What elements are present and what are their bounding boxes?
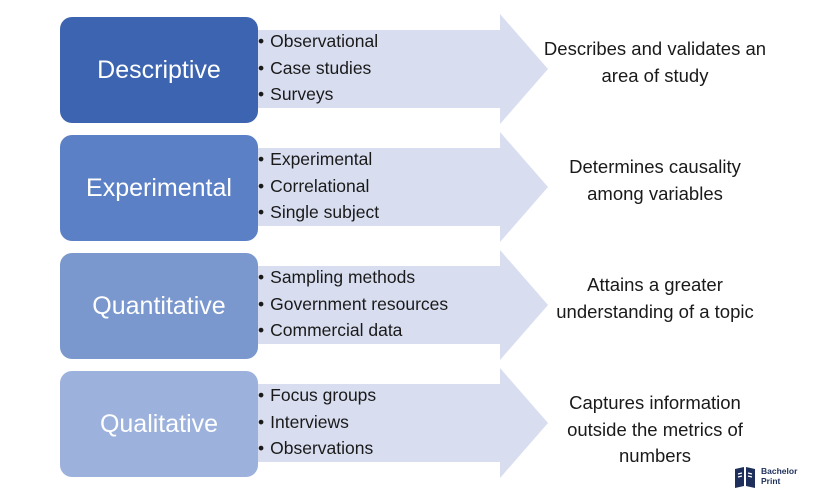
method-list: Observational Case studies Surveys [258, 28, 378, 108]
bachelorprint-logo: Bachelor Print [733, 465, 823, 491]
row-qualitative: Qualitative Focus groups Interviews Obse… [0, 364, 825, 482]
category-box: Descriptive [60, 17, 258, 123]
list-item: Surveys [258, 81, 378, 108]
description: Attains a greater understanding of a top… [556, 274, 754, 322]
book-logo-icon [735, 467, 755, 488]
category-box: Qualitative [60, 371, 258, 477]
category-box: Experimental [60, 135, 258, 241]
category-title: Qualitative [99, 409, 219, 438]
list-item: Case studies [258, 55, 378, 82]
category-title: Descriptive [97, 55, 221, 84]
description: Captures information outside the metrics… [567, 392, 743, 466]
list-item: Single subject [258, 199, 379, 226]
list-item: Focus groups [258, 382, 376, 409]
method-list: Experimental Correlational Single subjec… [258, 146, 379, 226]
category-title: Quantitative [92, 291, 226, 320]
description: Describes and validates an area of study [543, 38, 767, 86]
logo-line-2: Print [761, 476, 781, 486]
method-list: Sampling methods Government resources Co… [258, 264, 448, 344]
row-quantitative: Quantitative Sampling methods Government… [0, 246, 825, 364]
list-item: Government resources [258, 291, 448, 318]
description: Determines causality among variables [569, 156, 741, 204]
list-item: Commercial data [258, 317, 448, 344]
method-list: Focus groups Interviews Observations [258, 382, 376, 462]
list-item: Correlational [258, 173, 379, 200]
list-item: Experimental [258, 146, 379, 173]
logo-line-1: Bachelor [761, 466, 798, 476]
list-item: Observational [258, 28, 378, 55]
row-descriptive: Descriptive Observational Case studies S… [0, 10, 825, 128]
list-item: Interviews [258, 409, 376, 436]
list-item: Observations [258, 435, 376, 462]
list-item: Sampling methods [258, 264, 448, 291]
category-title: Experimental [86, 173, 232, 202]
logo-text: Bachelor Print [761, 466, 797, 486]
row-experimental: Experimental Experimental Correlational … [0, 128, 825, 246]
category-box: Quantitative [60, 253, 258, 359]
